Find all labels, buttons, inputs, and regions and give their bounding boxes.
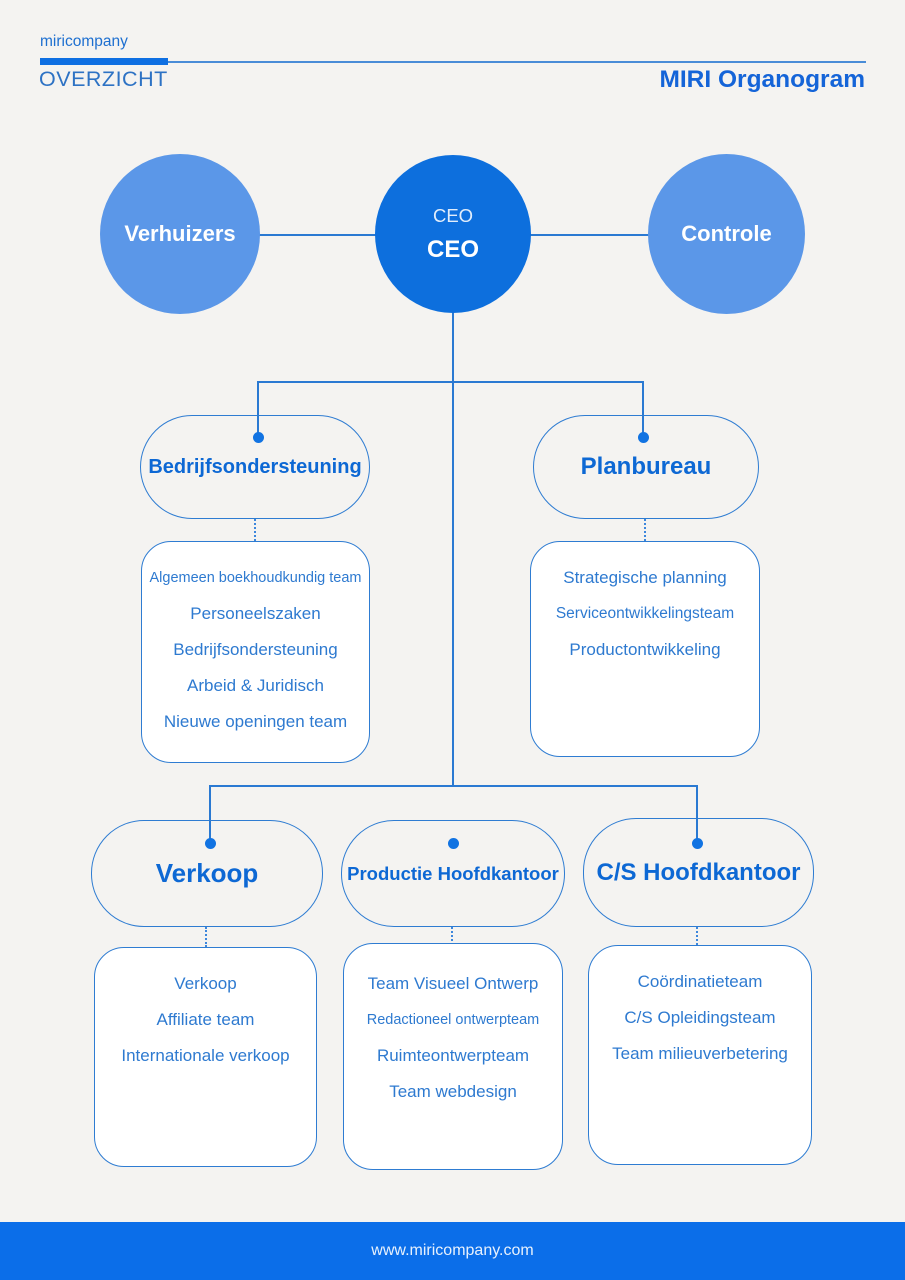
team-item: Team Visueel Ontwerp xyxy=(367,974,539,993)
dotted-connector-productie xyxy=(451,927,453,945)
team-item: Team webdesign xyxy=(389,1082,517,1101)
team-item: Affiliate team xyxy=(156,1010,255,1029)
company-name: miricompany xyxy=(40,33,128,50)
anchor-dot-verkoop xyxy=(204,838,216,849)
teamlist-bedrijfsondersteuning: Algemeen boekhoudkundig team Personeelsz… xyxy=(141,541,370,763)
connector-ceo-down xyxy=(452,312,454,786)
header-divider-line xyxy=(40,61,866,63)
anchor-dot-cs xyxy=(691,838,703,849)
node-ceo: CEO CEO xyxy=(375,155,531,313)
team-item: Redactioneel ontwerpteam xyxy=(366,1012,540,1028)
connector-level3-horizontal xyxy=(209,785,698,787)
node-planbureau: Planbureau xyxy=(533,415,759,519)
node-verkoop-label: Verkoop xyxy=(155,858,259,888)
connector-level2-right-drop xyxy=(642,381,644,438)
node-productie-hoofdkantoor: Productie Hoofdkantoor xyxy=(341,820,565,927)
connector-left-circle-ceo xyxy=(259,234,376,236)
team-item: Ruimteontwerpteam xyxy=(376,1046,530,1065)
team-item: Arbeid & Juridisch xyxy=(186,676,324,695)
dotted-connector-verkoop xyxy=(205,927,207,947)
section-label: OVERZICHT xyxy=(39,67,168,91)
node-planbureau-label: Planbureau xyxy=(580,453,712,480)
node-cs-hoofdkantoor-label: C/S Hoofdkantoor xyxy=(596,858,801,886)
anchor-dot-productie xyxy=(447,838,459,849)
teamlist-cs: Coördinatieteam C/S Opleidingsteam Team … xyxy=(588,945,812,1165)
node-productie-hoofdkantoor-label: Productie Hoofdkantoor xyxy=(347,862,559,884)
page-title: MIRI Organogram xyxy=(659,66,865,93)
team-item: Coördinatieteam xyxy=(637,972,763,991)
team-item: Verkoop xyxy=(174,974,237,993)
team-item: Strategische planning xyxy=(563,568,727,587)
dotted-connector-planbureau xyxy=(644,519,646,541)
connector-ceo-right-circle xyxy=(530,234,649,236)
node-controle: Controle xyxy=(648,154,805,314)
anchor-dot-planbureau xyxy=(637,432,649,443)
node-verhuizers: Verhuizers xyxy=(100,154,260,314)
connector-level3-left-drop xyxy=(209,785,211,843)
node-verhuizers-label: Verhuizers xyxy=(124,221,236,246)
node-cs-hoofdkantoor: C/S Hoofdkantoor xyxy=(583,818,814,927)
dotted-connector-cs xyxy=(696,927,698,945)
team-item: Productontwikkeling xyxy=(569,640,721,659)
team-item: Team milieuverbetering xyxy=(612,1044,788,1063)
header-accent-bar xyxy=(40,58,168,65)
node-verkoop: Verkoop xyxy=(91,820,323,927)
team-item: Personeelszaken xyxy=(190,604,321,623)
team-item: Algemeen boekhoudkundig team xyxy=(149,570,362,586)
node-bedrijfsondersteuning: Bedrijfsondersteuning xyxy=(140,415,370,519)
teamlist-planbureau: Strategische planning Serviceontwikkelin… xyxy=(530,541,760,757)
teamlist-verkoop: Verkoop Affiliate team Internationale ve… xyxy=(94,947,317,1167)
node-ceo-label: CEO xyxy=(426,235,479,263)
team-item: C/S Opleidingsteam xyxy=(624,1008,776,1027)
node-bedrijfsondersteuning-label: Bedrijfsondersteuning xyxy=(148,455,362,478)
footer-bar: www.miricompany.com xyxy=(0,1222,905,1280)
teamlist-productie: Team Visueel Ontwerp Redactioneel ontwer… xyxy=(343,943,563,1170)
node-controle-label: Controle xyxy=(681,221,772,246)
anchor-dot-bedrijfsondersteuning xyxy=(252,432,264,443)
connector-level2-left-drop xyxy=(257,381,259,438)
team-item: Nieuwe openingen team xyxy=(163,712,348,731)
connector-level2-horizontal xyxy=(257,381,643,383)
node-ceo-subtitle: CEO xyxy=(432,204,474,226)
connector-level3-right-drop xyxy=(696,785,698,843)
team-item: Bedrijfsondersteuning xyxy=(173,640,338,659)
team-item: Internationale verkoop xyxy=(121,1046,290,1065)
team-item: Serviceontwikkelingsteam xyxy=(555,605,735,622)
footer-url: www.miricompany.com xyxy=(371,1242,534,1259)
dotted-connector-bedrijfsondersteuning xyxy=(254,519,256,541)
